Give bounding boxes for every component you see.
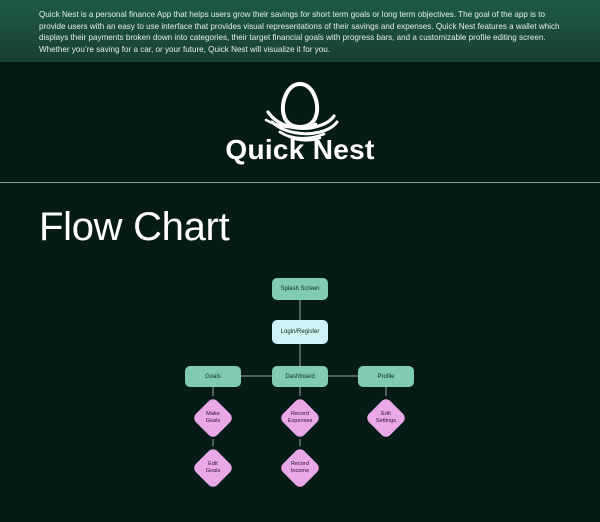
label-edit-goals: Edit Goals [205, 461, 221, 474]
hero-banner [0, 62, 600, 183]
label-record-expenses: Record Expenses [287, 411, 313, 424]
node-profile: Profile [358, 366, 414, 387]
label-record-income: Record Income [290, 461, 310, 474]
node-login-register: Login/Register [272, 320, 328, 344]
section-title: Flow Chart [39, 205, 230, 249]
nest-egg-icon [264, 81, 339, 142]
intro-description: Quick Nest is a personal finance App tha… [0, 0, 600, 62]
label-edit-settings: Edit Settings [375, 411, 397, 424]
brand-name: Quick Nest [225, 134, 375, 165]
node-goals: Goals [185, 366, 241, 387]
node-splash-screen: Splash Screen [272, 278, 328, 300]
label-make-goals: Make Goals [205, 411, 221, 424]
node-dashboard: Dashboard [272, 366, 328, 387]
